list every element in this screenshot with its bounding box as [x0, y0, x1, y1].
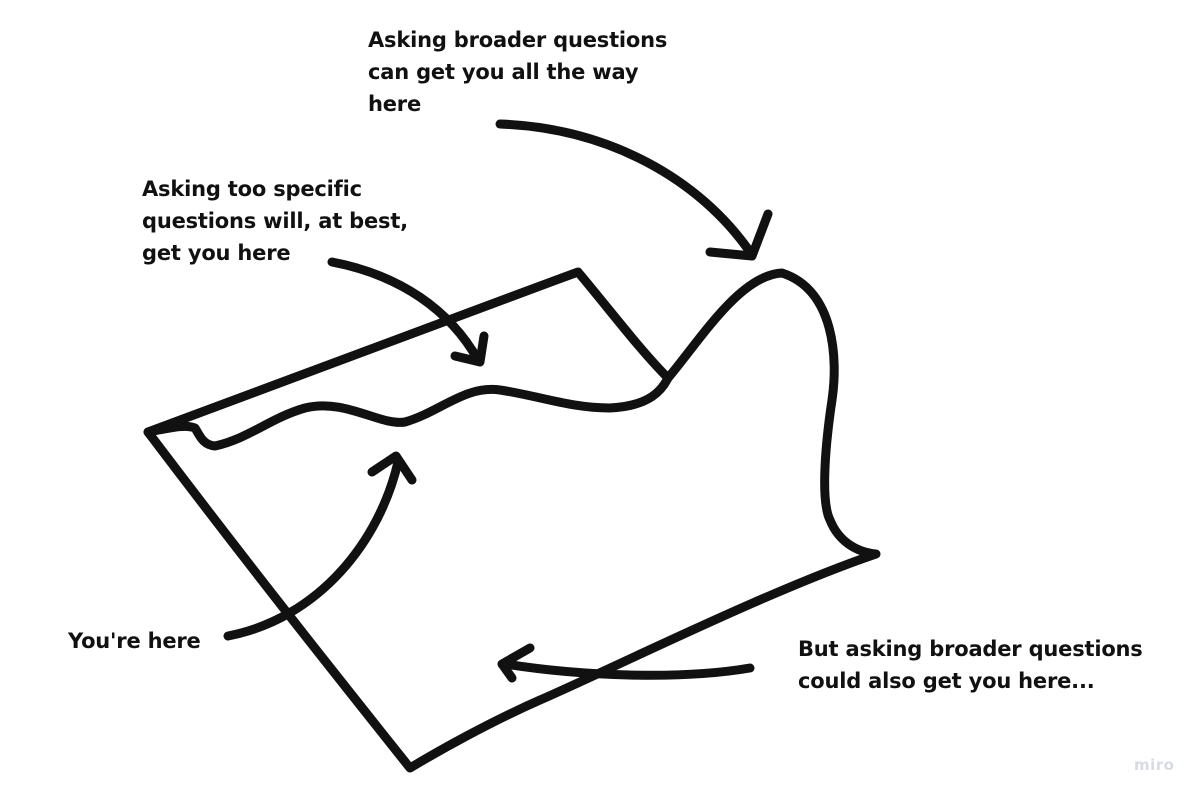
label-too-specific-questions: Asking too specific questions will, at b… — [142, 173, 408, 269]
arrow-to-peak — [500, 124, 768, 256]
label-you-are-here: You're here — [68, 625, 201, 657]
label-broader-questions-valley: But asking broader questions could also … — [798, 633, 1143, 697]
label-broader-questions-peak: Asking broader questions can get you all… — [368, 24, 667, 120]
terrain-outline — [148, 272, 876, 768]
terrain-front-ridge — [148, 378, 668, 446]
arrow-you-are-here — [228, 456, 412, 636]
miro-watermark: miro — [1134, 756, 1174, 774]
